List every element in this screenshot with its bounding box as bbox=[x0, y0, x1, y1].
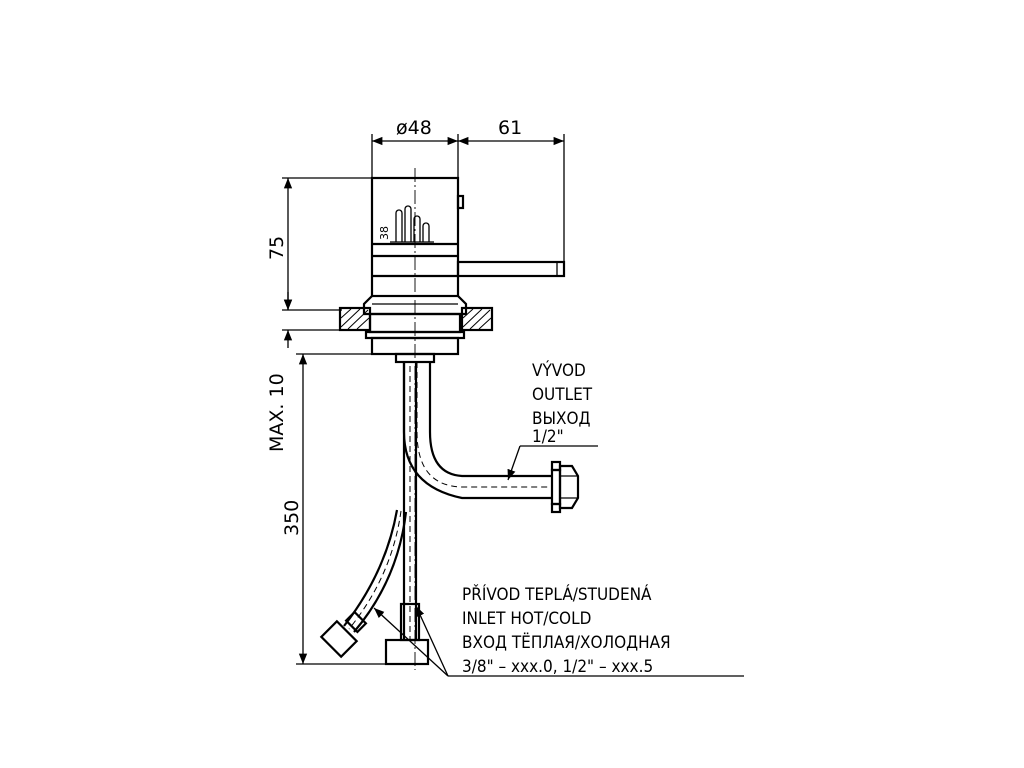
outlet-label-cz: VÝVOD bbox=[532, 359, 586, 381]
outlet-leader bbox=[507, 445, 598, 481]
outlet-label: VÝVOD OUTLET ВЫХОД 1/2" bbox=[532, 359, 593, 447]
outlet-label-en: OUTLET bbox=[532, 385, 593, 405]
faucet-body: 38 bbox=[370, 176, 465, 298]
inlet-label-ru: ВХОД ТЁПЛАЯ/ХОЛОДНАЯ bbox=[462, 632, 671, 653]
inlet-label: PŘÍVOD TEPLÁ/STUDENÁ INLET HOT/COLD ВХОД… bbox=[462, 583, 671, 677]
outlet-size: 1/2" bbox=[532, 427, 564, 447]
inlet-hose-straight bbox=[384, 362, 430, 666]
dim-lever-reach-label: 61 bbox=[498, 117, 522, 139]
dimension-max-thickness: MAX. 10 bbox=[266, 292, 342, 452]
dim-max-thickness-label: MAX. 10 bbox=[266, 373, 288, 452]
dim-hose-length-label: 350 bbox=[281, 500, 303, 536]
dimension-hose-length: 350 bbox=[281, 353, 386, 665]
dim-height-label: 75 bbox=[266, 236, 288, 260]
dim-38-label: 38 bbox=[378, 226, 391, 240]
inlet-hose-curved bbox=[319, 509, 408, 659]
outlet-label-ru: ВЫХОД bbox=[532, 409, 591, 429]
inlet-leader bbox=[373, 605, 744, 677]
inlet-label-en: INLET HOT/COLD bbox=[462, 609, 591, 629]
countertop-section bbox=[338, 306, 494, 332]
dim-diameter-label: ø48 bbox=[396, 117, 432, 139]
lever-handle bbox=[456, 260, 566, 278]
dimension-lever-reach: 61 bbox=[458, 117, 565, 262]
inlet-sizes: 3/8" – xxx.0, 1/2" – xxx.5 bbox=[462, 657, 653, 677]
inlet-label-cz: PŘÍVOD TEPLÁ/STUDENÁ bbox=[462, 583, 652, 605]
dimension-height: 75 bbox=[266, 177, 372, 311]
